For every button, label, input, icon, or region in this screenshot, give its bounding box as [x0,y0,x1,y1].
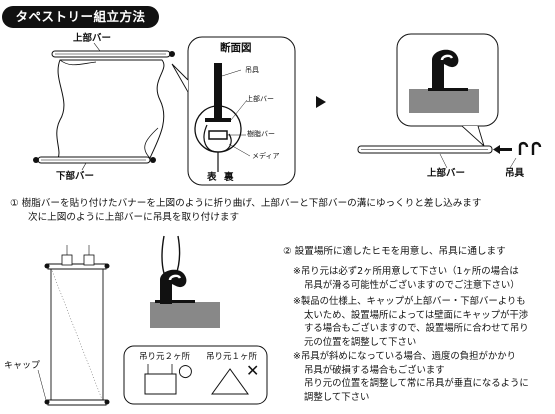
top-bar-cap [169,51,175,57]
note-3-line: 調整して下さい [304,391,370,403]
hanger-hook-shape [432,49,459,90]
tapestry-sheet [50,267,104,403]
media-label: メディア [252,152,280,160]
one-point-ng-mark: ✕ [246,361,260,380]
step1-instructions: ① 樹脂バーを貼り付けたバナーを上図のように折り曲げ、上部バーと下部バーの溝にゆ… [10,197,550,224]
note-3-line: 吊具が破損する場合もございます [304,364,445,376]
note-2: ※製品の仕様上、キャップが上部バー・下部バーよりも 太いため、設置場所によっては… [293,295,529,349]
resin-bar-label: 樹脂バー [247,130,275,138]
bottom-bar-cap-right [150,157,156,163]
cap-label: キャップ [4,361,41,371]
attach-arrow-left [493,145,512,154]
hanger-right-label: 吊具 [505,168,525,179]
top-bar-section [205,118,231,122]
hanger-attach-illustration [357,33,542,169]
note-2-line: 太いため、設置場所によっては壁面にキャップが干渉 [304,309,529,321]
note-1-line: ※吊り元は必ず2ヶ所用意して下さい（1ヶ所の場合は [293,266,519,277]
back-label: 裏 [224,172,234,183]
note-2-line: する場合もございますので、設置場所に合わせて吊り [304,323,529,334]
one-point-label: 吊り元１ヶ所 [206,352,258,362]
note-1: ※吊り元は必ず2ヶ所用意して下さい（1ヶ所の場合は 吊具が滑る可能性がございます… [293,265,520,292]
bottom-hanger-block [150,302,220,328]
two-point-banner [144,373,177,395]
tapestry-bottom-bar [47,399,107,406]
one-point-triangle [211,368,249,395]
step2-instructions: ② 設置場所に適したヒモを用意し、吊具に通します [283,246,506,257]
note-3: ※吊具が斜めになっている場合、過度の負担がかかり 吊具が破損する場合もございます… [293,350,529,404]
hanger-label: 吊具 [245,66,259,74]
hung-tapestry-illustration [37,245,110,406]
banner-insert-illustration [33,42,175,171]
two-point-label: 吊り元２ヶ所 [139,352,191,362]
bottom-bar-cap-left [33,157,39,163]
note-2-line: ※製品の仕様上、キャップが上部バー・下部バーよりも [293,296,526,307]
cross-section-title: 断面図 [220,42,252,54]
hanger-base-block [409,89,479,113]
next-step-triangle [316,96,326,108]
resin-bar-section [208,130,228,140]
step1-line1: ① 樹脂バーを貼り付けたバナーを上図のように折り曲げ、上部バーと下部バーの溝にゆ… [10,198,482,209]
hanger-small-1 [518,141,529,155]
note-2-line: 元の位置を調整して下さい [304,336,417,348]
string-through-hanger-illustration [150,235,220,328]
tapestry-top-bar [47,263,107,270]
page-title: タペストリー組立方法 [2,6,159,28]
note-1-line: 吊具が滑る可能性がございますのでご注意下さい） [304,279,520,291]
top-bar-small-label: 上部バー [246,95,274,103]
cross-section-illustration [171,36,296,186]
top-bar-label: 上部バー [73,33,112,44]
bottom-bar-label: 下部バー [56,171,95,182]
front-label: 表 [207,172,217,183]
note-3-line: 吊り元の位置を調整して常に吊具が垂直になるように [304,378,529,389]
banner-sheet [56,59,165,159]
hanger-rod [214,63,222,107]
top-bar-right-label: 上部バー [427,168,466,179]
hanging-comparison-box [123,345,268,405]
note-3-line: ※吊具が斜めになっている場合、過度の負担がかかり [293,351,517,362]
two-point-ok-mark: ○ [178,361,193,381]
step1-line2: 次に上図のように上部バーに吊具を取り付けます [28,211,240,223]
hanger-small-2 [531,141,542,155]
bottom-hanger-hook [160,269,187,304]
